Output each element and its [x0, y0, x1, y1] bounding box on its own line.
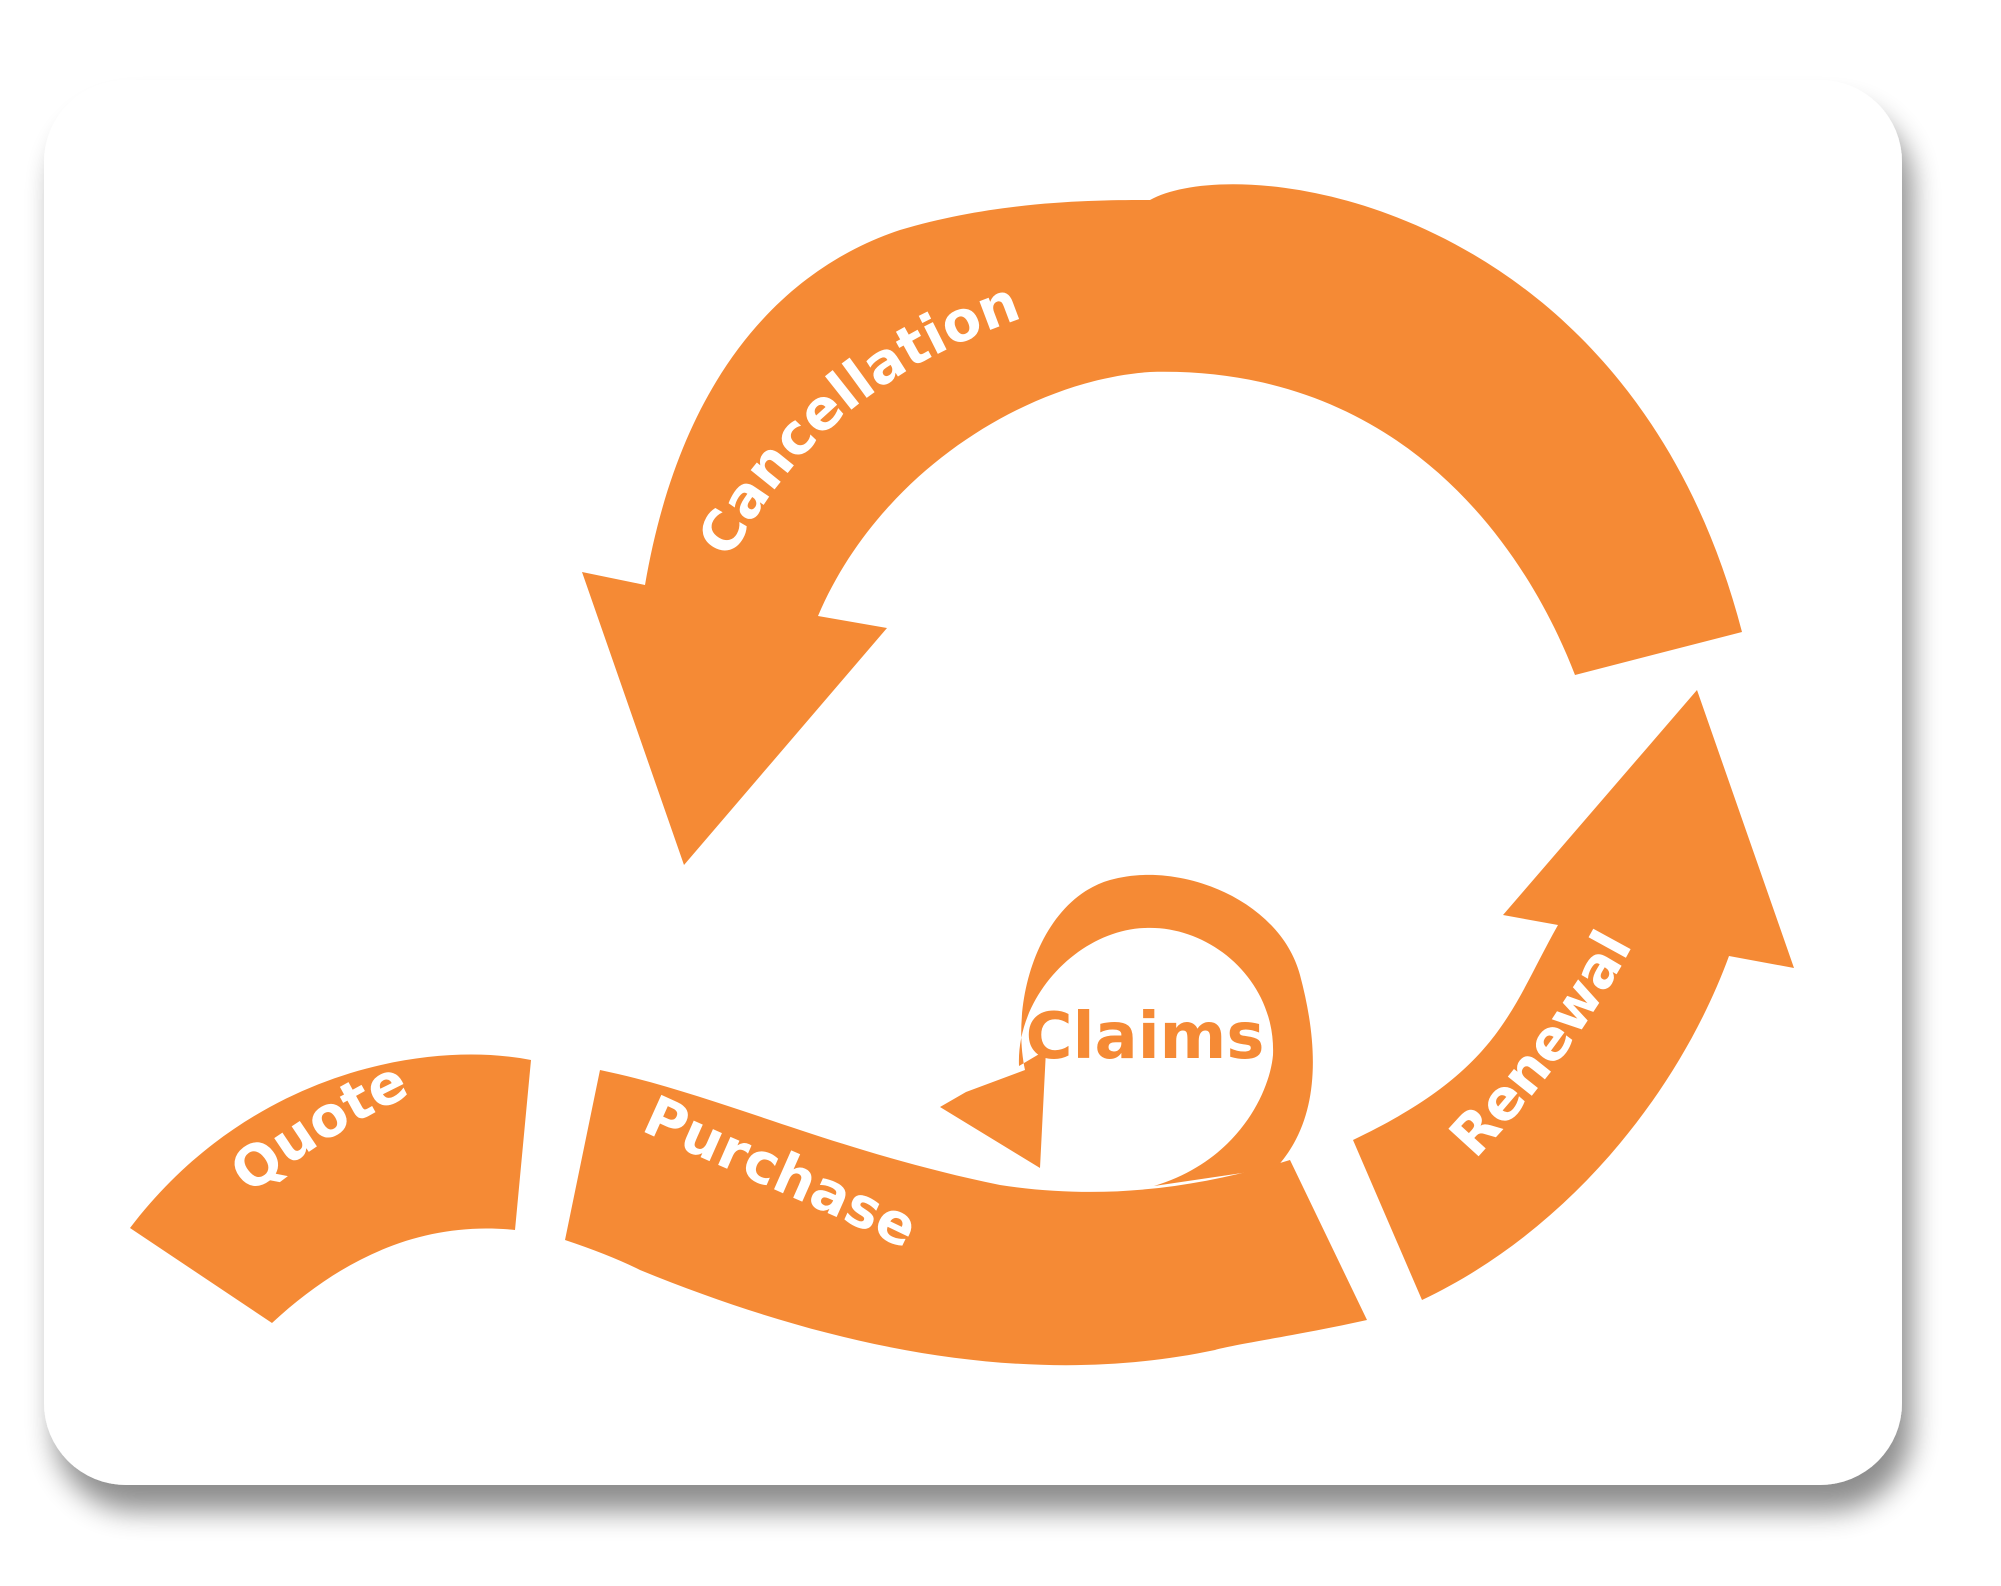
- claims-loop-arrow: [940, 874, 1313, 1186]
- renewal-arrow: [1353, 690, 1794, 1300]
- purchase-shape: [565, 1070, 1367, 1366]
- claims-label: Claims: [1026, 1000, 1265, 1074]
- cancellation-arrow: [582, 184, 1742, 865]
- quote-shape: [130, 1054, 531, 1323]
